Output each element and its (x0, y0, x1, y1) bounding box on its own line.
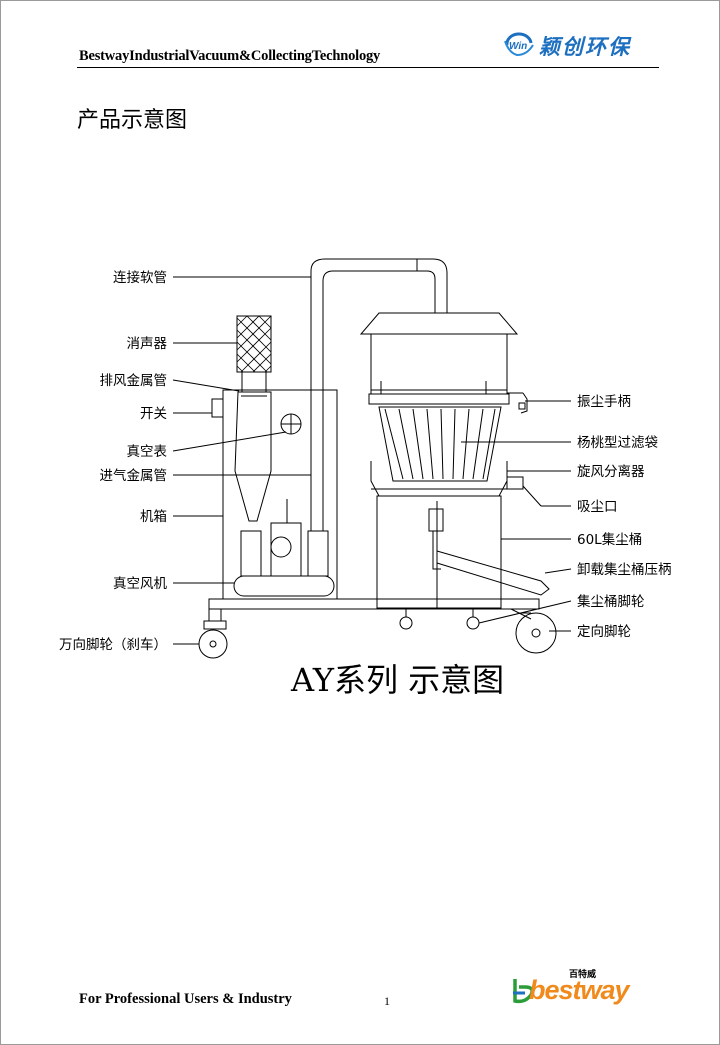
label-vacuum-gauge: 真空表 (127, 444, 168, 460)
exhaust-assembly (234, 315, 272, 522)
labels-right: 振尘手柄 杨桃型过滤袋 旋风分离器 吸尘口 60L集尘桶 卸载集尘桶压柄 集尘桶… (577, 394, 672, 640)
vacuum-blower (233, 499, 335, 597)
label-dust-bin: 60L集尘桶 (577, 532, 642, 548)
label-bin-caster: 集尘桶脚轮 (577, 594, 645, 610)
leader-lines (172, 276, 572, 645)
label-switch: 开关 (140, 406, 167, 422)
star-filter-bag (378, 406, 502, 482)
footer-logo-text: bestway (529, 975, 630, 1005)
logo-text: 颖创环保 (539, 34, 631, 59)
cyclone-separator (370, 461, 524, 497)
footer-logo: 百特威 bestway (511, 967, 630, 1007)
header-divider (77, 67, 659, 68)
page-number: 1 (384, 994, 390, 1008)
bestway-logo-icon (513, 979, 534, 1004)
fixed-caster (515, 612, 557, 654)
label-hose: 连接软管 (113, 269, 167, 286)
win-logo-icon: Win (504, 32, 534, 57)
label-cabinet: 机箱 (140, 509, 167, 525)
label-exhaust-pipe: 排风金属管 (100, 373, 168, 389)
company-name: BestwayIndustrialVacuum&CollectingTechno… (79, 48, 381, 64)
label-filter-bag: 杨桃型过滤袋 (577, 435, 658, 451)
section-title: 产品示意图 (77, 108, 188, 133)
label-unload-lever: 卸载集尘桶压柄 (577, 562, 672, 578)
swivel-caster (198, 620, 228, 659)
motor-cabinet (211, 389, 338, 600)
labels-left: 连接软管 消声器 排风金属管 开关 真空表 进气金属管 机箱 真空风机 万向脚轮… (59, 269, 167, 653)
diagram-title: AY系列 示意图 (290, 661, 504, 699)
intake-pipe (310, 258, 448, 531)
label-swivel-caster: 万向脚轮（刹车） (59, 636, 167, 653)
filter-lid (359, 312, 519, 405)
label-shaker-handle: 振尘手柄 (577, 394, 631, 410)
label-intake-pipe: 进气金属管 (100, 468, 168, 484)
shaker-handle (507, 392, 528, 414)
label-blower: 真空风机 (113, 576, 167, 592)
dust-bin (376, 495, 502, 630)
footer-tagline: For Professional Users & Industry (79, 991, 292, 1007)
label-fixed-caster: 定向脚轮 (577, 624, 631, 640)
label-cyclone: 旋风分离器 (577, 463, 645, 480)
machine-drawing (198, 258, 557, 659)
header-logo: Win 颖创环保 (503, 29, 643, 61)
unload-lever (436, 550, 550, 596)
label-inlet: 吸尘口 (577, 499, 618, 515)
logo-mark-text: Win (509, 41, 527, 52)
base-frame (208, 598, 540, 621)
muffler (236, 315, 272, 373)
footer-logo-cn: 百特威 (569, 970, 597, 980)
label-muffler: 消声器 (127, 336, 168, 352)
